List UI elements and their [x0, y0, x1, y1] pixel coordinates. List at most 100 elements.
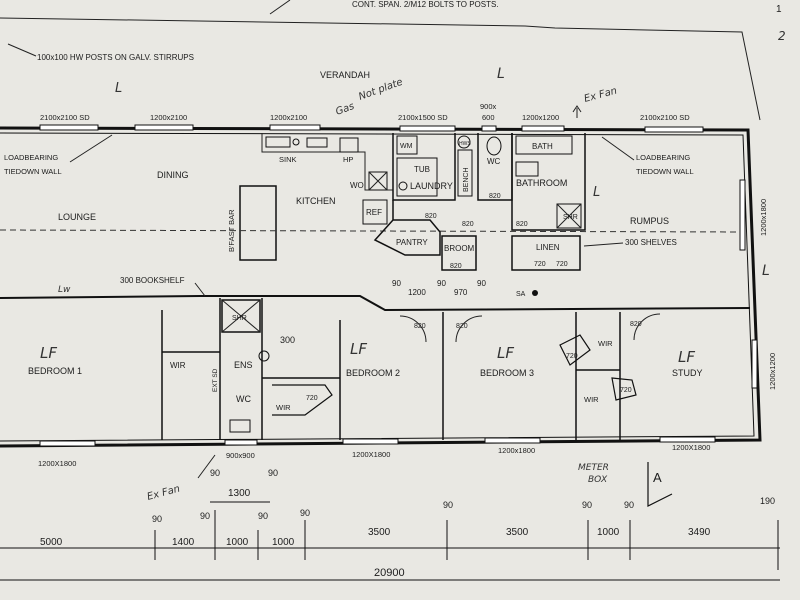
dim-5000: 5000 [40, 537, 63, 548]
door-swing-bed3 [455, 315, 483, 343]
fixture-tub: TUB [414, 165, 430, 174]
wall-oven-cross [368, 171, 388, 191]
dim-1000b: 1000 [272, 537, 295, 548]
door-study: 820 [630, 321, 642, 328]
fixture-hp: HP [343, 155, 353, 164]
wir3b-door-box [611, 377, 637, 401]
toilet-icon [486, 136, 502, 156]
dim-1400: 1400 [172, 537, 195, 548]
handwritten-l-verandah: L [497, 66, 505, 82]
breakfast-bar [239, 185, 277, 261]
window-label-3: 1200x2100 [270, 113, 307, 122]
handwritten-l-right: L [762, 263, 770, 279]
fixture-sa: SA [516, 291, 526, 298]
window-label-right1: 1200x1800 [759, 199, 768, 236]
fridge-box [362, 199, 388, 225]
ensuite-toilet [229, 419, 251, 433]
bedroom-walls [161, 298, 621, 440]
section-marker-arrow [647, 462, 673, 507]
door-bed3: 820 [456, 323, 468, 330]
hall-wall [200, 295, 751, 312]
wir2-walls [272, 384, 333, 416]
fixture-sink: SINK [279, 155, 297, 164]
handwritten-meter: METER [578, 463, 609, 473]
room-wc-upper: WC [487, 157, 501, 166]
dim-r2-90d: 90 [300, 508, 310, 518]
window-label-2: 1200x2100 [150, 113, 187, 122]
dim-top-90a: 90 [210, 468, 220, 478]
door-wirb3a: 720 [566, 353, 578, 360]
hall-dim-a: 90 [392, 279, 401, 288]
tiedown-right: TIEDOWN WALL [636, 167, 694, 176]
fixture-ext-sd: EXT SD [212, 368, 219, 392]
ensuite-basin [258, 350, 270, 362]
fixture-wir2: WIR [276, 403, 291, 412]
door-hall2: 820 [516, 221, 528, 228]
bathroom-walls [511, 133, 586, 231]
dim-1000c: 1000 [597, 527, 620, 538]
door-hall1: 820 [462, 221, 474, 228]
linen-walls [511, 235, 581, 271]
tiedown-left: TIEDOWN WALL [4, 167, 62, 176]
room-verandah: VERANDAH [320, 70, 370, 80]
bottom-windows [39, 436, 716, 447]
handwritten-lw: Lw [58, 285, 71, 295]
hotplate-outline [339, 137, 359, 153]
margin-mark-1: 1 [776, 4, 782, 15]
room-broom: BROOM [444, 244, 475, 253]
vanity-outline [515, 161, 539, 177]
fixture-bench: BENCH [463, 167, 470, 192]
dim-total: 20900 [374, 567, 405, 579]
room-bathroom: BATHROOM [516, 178, 567, 188]
dimension-lines [0, 501, 780, 581]
fixture-wo: WO [350, 181, 364, 190]
window-label-bot3: 1200X1800 [352, 450, 390, 459]
dim-3490: 3490 [688, 527, 711, 538]
fixture-ref: REF [366, 208, 382, 217]
door-tub: 820 [489, 193, 501, 200]
dim-r2-90e: 90 [443, 500, 453, 510]
window-label-bot4: 1200x1800 [498, 446, 535, 455]
door-wirb3b: 720 [620, 387, 632, 394]
window-label-7: 2100x2100 SD [640, 113, 690, 122]
window-label-5: 900x [480, 102, 497, 111]
dim-r2-90a: 90 [152, 514, 162, 524]
fixture-wir3b: WIR [584, 395, 599, 404]
bench-outline [457, 149, 473, 197]
window-label-bot2: 900x900 [226, 451, 255, 460]
washing-machine [396, 135, 418, 155]
window-label-right2: 1200x1200 [768, 353, 777, 390]
room-bedroom2: BEDROOM 2 [346, 368, 400, 378]
header-note: CONT. SPAN. 2/M12 BOLTS TO POSTS. [352, 0, 499, 9]
shelves-leader [583, 242, 624, 247]
handwritten-box: BOX [588, 475, 608, 485]
pantry-walls [373, 200, 441, 256]
drainer-outline [306, 137, 328, 148]
door-wir2: 720 [306, 395, 318, 402]
room-kitchen: KITCHEN [296, 196, 336, 206]
room-lounge: LOUNGE [58, 212, 96, 222]
dim-3500b: 3500 [506, 527, 529, 538]
arrow-icon [572, 105, 582, 118]
shower-box [556, 203, 582, 229]
ensuite-shower-box [221, 299, 261, 333]
dim-1300: 1300 [228, 488, 251, 499]
posts-note: 100x100 HW POSTS ON GALV. STIRRUPS [37, 53, 194, 62]
fixture-wm: WM [400, 143, 413, 150]
door-bed2: 820 [414, 323, 426, 330]
room-bedroom3: BEDROOM 3 [480, 368, 534, 378]
handwritten-lf-study: LF [678, 348, 695, 366]
broom-cupboard [441, 235, 477, 271]
door-linen2: 720 [556, 261, 568, 268]
handwritten-l-top-left: L [115, 81, 122, 96]
header-leader [269, 0, 291, 15]
handwritten-lf-bed2: LF [350, 340, 367, 358]
fixture-bath: BATH [532, 142, 553, 151]
loadbearing-leader-right [601, 136, 635, 161]
posts-leader [7, 43, 37, 57]
hws-circle [457, 135, 471, 149]
room-ens: ENS [234, 360, 253, 370]
window-label-bot5: 1200X1800 [672, 443, 710, 452]
